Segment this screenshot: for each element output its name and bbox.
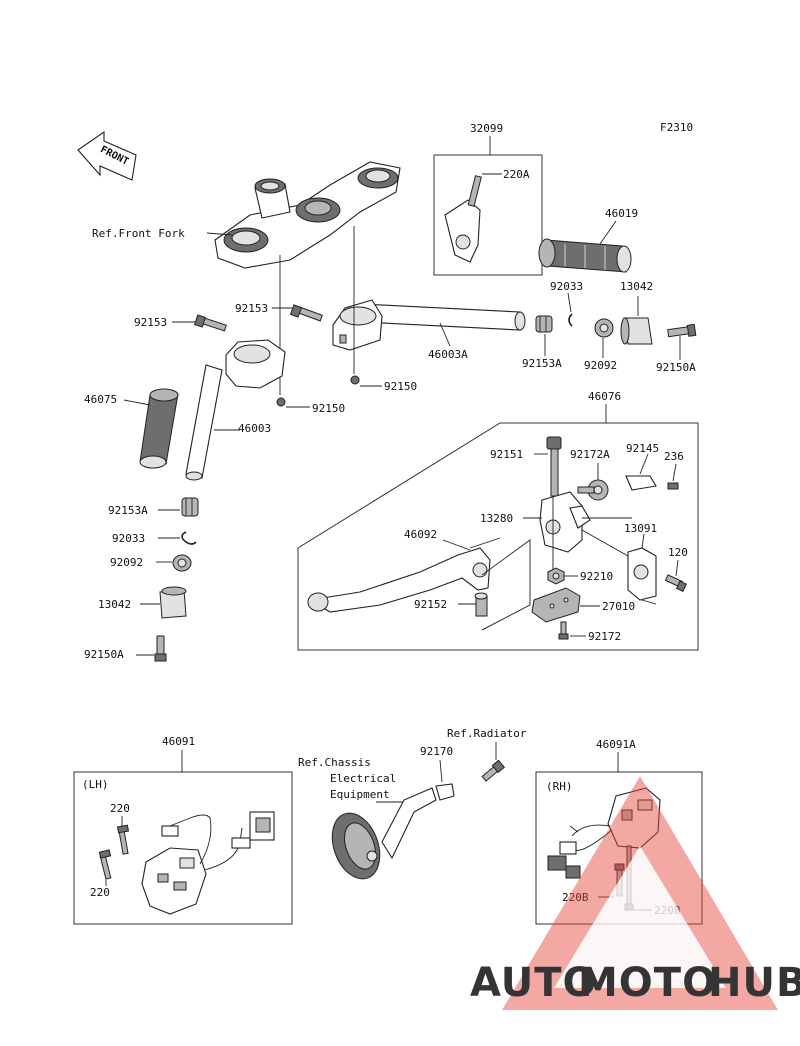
label-92151: 92151 bbox=[490, 448, 523, 461]
screw-220-upper bbox=[116, 824, 130, 855]
ref-radiator: Ref.Radiator bbox=[447, 727, 527, 740]
label-92150-mid: 92150 bbox=[384, 380, 417, 393]
label-46091: 46091 bbox=[162, 735, 195, 748]
label-220B-left: 220B bbox=[562, 891, 589, 904]
bar-end-collar-left bbox=[172, 554, 192, 572]
label-32099: 32099 bbox=[470, 122, 503, 135]
clutch-switch-27010 bbox=[531, 587, 581, 623]
pivot-collar bbox=[474, 592, 488, 617]
figure-code: F2310 bbox=[660, 121, 693, 134]
label-46092: 46092 bbox=[404, 528, 437, 541]
box-label-rh: (RH) bbox=[546, 780, 573, 793]
label-46076: 46076 bbox=[588, 390, 621, 403]
screw-92172 bbox=[558, 621, 569, 640]
watermark-moto: MOTO bbox=[578, 960, 717, 1006]
clutch-holder-bolt bbox=[546, 436, 562, 497]
label-92153A-right: 92153A bbox=[522, 357, 562, 370]
label-92145: 92145 bbox=[626, 442, 659, 455]
label-92150-left: 92150 bbox=[312, 402, 345, 415]
switch-bracket bbox=[625, 475, 657, 491]
label-92033-left: 92033 bbox=[112, 532, 145, 545]
label-92153A-left: 92153A bbox=[108, 504, 148, 517]
screw-236 bbox=[667, 482, 679, 490]
label-120: 120 bbox=[668, 546, 688, 559]
automotohub-watermark-logo: AUTO MOTO HUB bbox=[470, 776, 800, 1010]
horn bbox=[331, 787, 437, 880]
adjuster-dial bbox=[577, 479, 609, 501]
throttle-cable-bracket bbox=[444, 175, 482, 263]
label-92150A-left: 92150A bbox=[84, 648, 124, 661]
label-236: 236 bbox=[664, 450, 684, 463]
nut-92210 bbox=[547, 567, 565, 585]
left-grip bbox=[139, 388, 179, 469]
label-13091: 13091 bbox=[624, 522, 657, 535]
label-92092-right: 92092 bbox=[584, 359, 617, 372]
horn-clip bbox=[435, 783, 455, 801]
clutch-lever-holder bbox=[539, 491, 591, 553]
right-switch-housing bbox=[547, 787, 661, 879]
clutch-lever bbox=[307, 537, 501, 613]
bar-end-collar-right bbox=[594, 318, 614, 338]
bar-end-nut-left bbox=[181, 497, 199, 517]
label-92170: 92170 bbox=[420, 745, 453, 758]
label-46075: 46075 bbox=[84, 393, 117, 406]
label-92152: 92152 bbox=[414, 598, 447, 611]
right-grip bbox=[538, 238, 632, 273]
label-92210: 92210 bbox=[580, 570, 613, 583]
clamp-bolt-92153-left bbox=[194, 314, 227, 332]
upper-triple-clamp bbox=[214, 161, 401, 269]
screw-220-lower bbox=[98, 849, 112, 880]
bar-end-bolt-right bbox=[667, 323, 697, 338]
label-92150A-right: 92150A bbox=[656, 361, 696, 374]
bar-end-nut-right bbox=[535, 315, 553, 333]
left-switch-housing bbox=[141, 811, 275, 915]
group-box-46076 bbox=[297, 422, 699, 651]
label-92172: 92172 bbox=[588, 630, 621, 643]
bar-end-weight-left bbox=[159, 586, 187, 619]
bar-end-weight-right bbox=[620, 317, 653, 345]
label-92092-left: 92092 bbox=[110, 556, 143, 569]
label-220-lower: 220 bbox=[90, 886, 110, 899]
label-27010: 27010 bbox=[602, 600, 635, 613]
group-box-lh bbox=[73, 771, 293, 925]
label-92153-top: 92153 bbox=[235, 302, 268, 315]
horn-bolt bbox=[481, 759, 505, 782]
clamp-cap-13091 bbox=[627, 547, 657, 601]
label-92033-right: 92033 bbox=[550, 280, 583, 293]
ref-front-fork: Ref.Front Fork bbox=[92, 227, 185, 240]
label-92153-left: 92153 bbox=[134, 316, 167, 329]
label-13280: 13280 bbox=[480, 512, 513, 525]
label-92172A: 92172A bbox=[570, 448, 610, 461]
label-46091A: 46091A bbox=[596, 738, 636, 751]
clamp-bolt-92153-top bbox=[289, 304, 323, 322]
box-label-lh: (LH) bbox=[82, 778, 109, 791]
label-220-upper: 220 bbox=[110, 802, 130, 815]
screw-120 bbox=[664, 574, 687, 592]
group-box-32099 bbox=[433, 154, 543, 276]
ref-chassis-line3: Equipment bbox=[330, 788, 390, 801]
label-220A: 220A bbox=[503, 168, 530, 181]
watermark-auto: AUTO bbox=[470, 960, 598, 1006]
right-handlebar bbox=[332, 299, 526, 351]
ref-chassis-line1: Ref.Chassis bbox=[298, 756, 371, 769]
label-46003: 46003 bbox=[238, 422, 271, 435]
label-13042-right: 13042 bbox=[620, 280, 653, 293]
left-handlebar bbox=[185, 339, 286, 481]
label-13042-left: 13042 bbox=[98, 598, 131, 611]
front-arrow-icon: FRONT bbox=[77, 130, 137, 181]
label-46003A: 46003A bbox=[428, 348, 468, 361]
ref-chassis-line2: Electrical bbox=[330, 772, 396, 785]
watermark-hub: HUB bbox=[708, 960, 800, 1006]
bar-end-bolt-left bbox=[154, 635, 167, 662]
label-46019: 46019 bbox=[605, 207, 638, 220]
